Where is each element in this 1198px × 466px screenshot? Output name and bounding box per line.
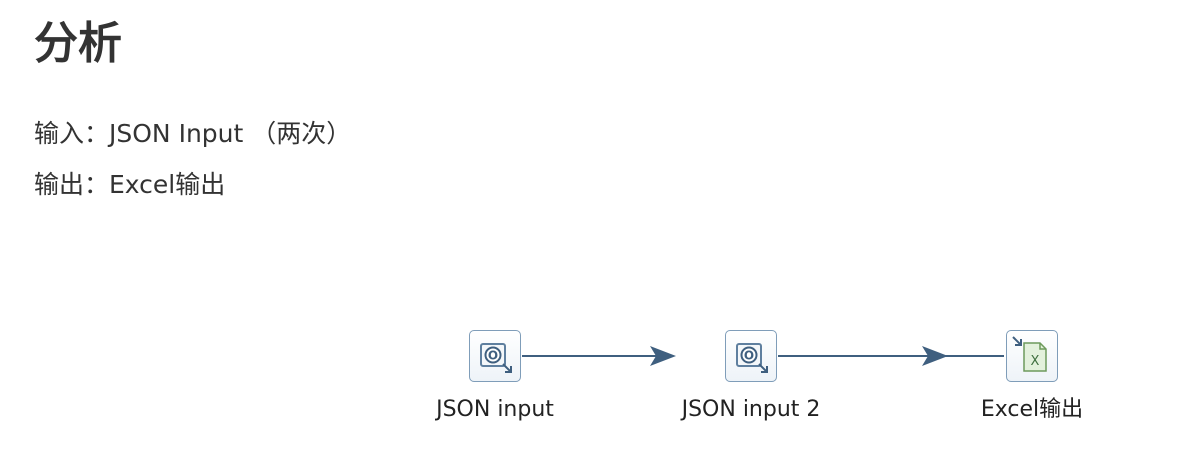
svg-text:X: X [1031,354,1040,369]
json-input-step[interactable]: O [469,330,521,382]
output-description: 输出：Excel输出 [34,170,226,199]
node-label-excel-output: Excel输出 [980,397,1084,422]
hop-connector-1[interactable] [522,346,676,366]
excel-output-step[interactable]: X [1006,330,1058,382]
json-input-2-step[interactable]: O [725,330,777,382]
node-label-json-input: JSON input [436,397,554,422]
node-label-json-input-2: JSON input 2 [681,397,821,422]
input-description: 输入：JSON Input （两次） [34,119,352,148]
hop-connector-2[interactable] [778,346,1004,366]
svg-text:O: O [744,349,754,363]
excel-output-icon: X [1012,336,1047,372]
page-title: 分析 [34,18,122,69]
json-input-icon: O [736,343,768,373]
svg-text:O: O [488,349,498,363]
json-input-icon: O [480,343,512,373]
